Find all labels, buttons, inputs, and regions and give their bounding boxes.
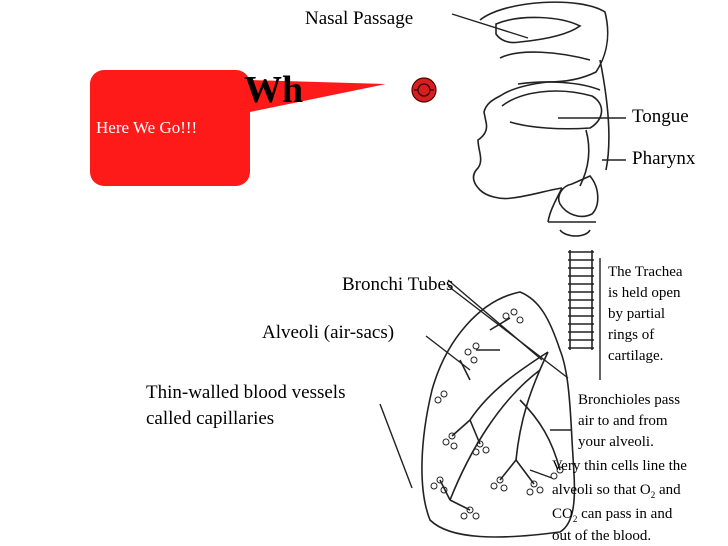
- alveoli-clusters: [430, 308, 564, 520]
- label-trachea: The Trachea is held open by partial ring…: [608, 264, 683, 364]
- trachea-rings: [568, 251, 594, 349]
- gas-exchange-line-3: CO2 can pass in and: [552, 506, 673, 524]
- label-tongue: Tongue: [632, 106, 689, 127]
- gas-exchange-line-1: Very thin cells line the: [552, 458, 687, 474]
- callout-text: Here We Go!!!: [96, 118, 198, 137]
- pointer-lines: [379, 13, 626, 489]
- lung: [421, 291, 576, 538]
- record-button-icon[interactable]: [411, 77, 437, 103]
- label-nasal-passage: Nasal Passage: [305, 8, 414, 29]
- label-alveoli: Alveoli (air-sacs): [262, 322, 395, 343]
- label-bronchioles: Bronchioles pass air to and from your al…: [578, 392, 681, 450]
- slide-title-partial: Wh: [244, 69, 304, 111]
- label-capillaries: Thin-walled blood vessels called capilla…: [146, 382, 346, 429]
- gas-exchange-line-4: out of the blood.: [552, 528, 652, 544]
- callout-bubble: [90, 70, 386, 186]
- label-bronchi-tubes: Bronchi Tubes: [342, 274, 454, 295]
- label-pharynx: Pharynx: [632, 148, 696, 169]
- gas-exchange-line-2: alveoli so that O2 and: [552, 482, 681, 500]
- head-outline: [472, 1, 610, 350]
